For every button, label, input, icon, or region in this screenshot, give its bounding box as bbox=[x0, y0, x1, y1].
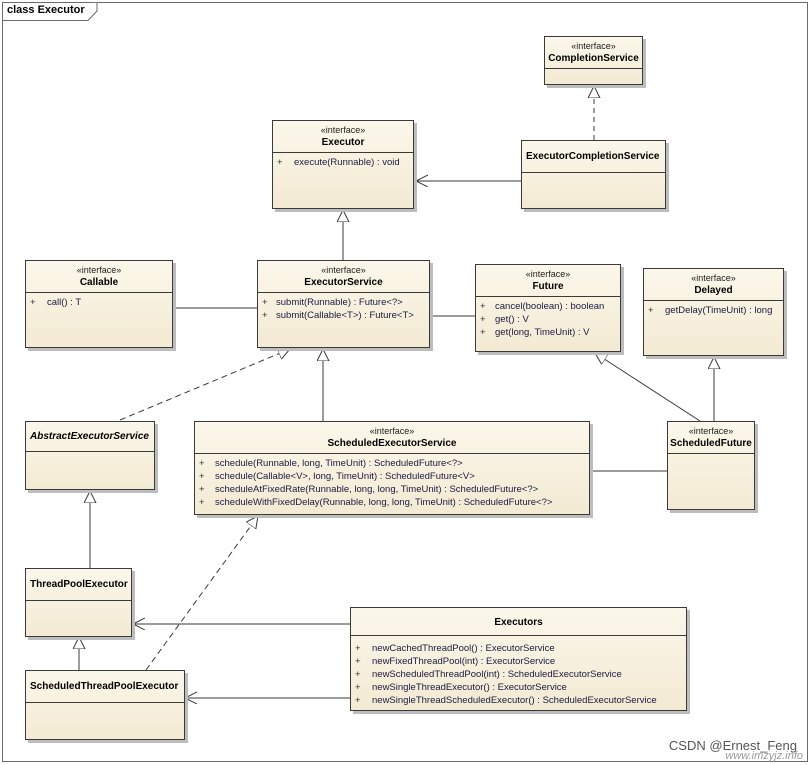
watermark-csdn: CSDN @Ernest_Feng bbox=[668, 738, 797, 753]
class-name: ScheduledExecutorService bbox=[327, 438, 457, 449]
class-name: Future bbox=[532, 281, 564, 292]
class-header: «interface» Future bbox=[476, 265, 620, 297]
class-name: Executor bbox=[321, 137, 365, 148]
class-header: ThreadPoolExecutor bbox=[26, 569, 131, 601]
frame-tab: class Executor bbox=[2, 2, 98, 21]
class-abstractexecutorservice[interactable]: AbstractExecutorService bbox=[25, 421, 155, 490]
class-name: Callable bbox=[79, 277, 119, 288]
realization-stpe-to-ses bbox=[145, 516, 258, 671]
frame-tab-shape bbox=[2, 2, 98, 21]
operations: +call() : T bbox=[26, 293, 172, 309]
class-executor[interactable]: «interface» Executor +execute(Runnable) … bbox=[272, 120, 414, 209]
stereotype-label: «interface» bbox=[525, 269, 571, 279]
operation: +get() : V bbox=[480, 314, 529, 325]
operations: +getDelay(TimeUnit) : long bbox=[644, 301, 783, 317]
class-header: Executors bbox=[351, 608, 686, 636]
class-delayed[interactable]: «interface» Delayed +getDelay(TimeUnit) … bbox=[643, 268, 784, 356]
operation: +newSingleThreadExecutor() : ExecutorSer… bbox=[355, 682, 567, 693]
class-header: «interface» Callable bbox=[26, 261, 172, 293]
class-name: Delayed bbox=[694, 285, 733, 296]
stereotype-label: «interface» bbox=[571, 41, 616, 51]
stereotype-label: «interface» bbox=[321, 265, 366, 275]
class-header: ScheduledThreadPoolExecutor bbox=[26, 671, 184, 703]
operations: +cancel(boolean) : boolean +get() : V +g… bbox=[476, 297, 620, 339]
operation: +scheduleAtFixedRate(Runnable, long, lon… bbox=[199, 484, 539, 495]
operation: +schedule(Runnable, long, TimeUnit) : Sc… bbox=[199, 458, 463, 469]
class-threadpoolexecutor[interactable]: ThreadPoolExecutor bbox=[25, 568, 132, 637]
watermark-site: www.imzyjz.info bbox=[725, 750, 803, 762]
realization-abstract-to-executorservice bbox=[119, 349, 290, 421]
class-name: AbstractExecutorService bbox=[30, 431, 149, 442]
class-callable[interactable]: «interface» Callable +call() : T bbox=[25, 260, 173, 348]
class-header: AbstractExecutorService bbox=[26, 422, 154, 452]
class-header: «interface» Executor bbox=[273, 121, 413, 153]
class-header: «interface» ScheduledExecutorService bbox=[195, 422, 589, 454]
operation: +execute(Runnable) : void bbox=[277, 157, 400, 168]
class-header: «interface» ExecutorService bbox=[258, 261, 429, 293]
operation: +cancel(boolean) : boolean bbox=[480, 301, 605, 312]
operation: +submit(Runnable) : Future<?> bbox=[262, 297, 403, 308]
operations: +schedule(Runnable, long, TimeUnit) : Sc… bbox=[195, 454, 589, 509]
operation: +newCachedThreadPool() : ExecutorService bbox=[355, 643, 555, 654]
frame-title: class Executor bbox=[7, 4, 85, 16]
stereotype-label: «interface» bbox=[691, 273, 736, 283]
class-name: ScheduledFuture bbox=[670, 438, 752, 449]
class-name: CompletionService bbox=[548, 53, 639, 64]
operation: +schedule(Callable<V>, long, TimeUnit) :… bbox=[199, 471, 475, 482]
stereotype-label: «interface» bbox=[688, 426, 734, 436]
class-executors[interactable]: Executors +newCachedThreadPool() : Execu… bbox=[350, 607, 687, 711]
class-header: «interface» Delayed bbox=[644, 269, 783, 301]
class-header: «interface» CompletionService bbox=[545, 37, 642, 69]
class-executorcompletionservice[interactable]: ExecutorCompletionService bbox=[521, 140, 666, 209]
class-name: ScheduledThreadPoolExecutor bbox=[30, 681, 179, 692]
class-header: «interface» ScheduledFuture bbox=[668, 422, 754, 454]
class-scheduledexecutorservice[interactable]: «interface» ScheduledExecutorService +sc… bbox=[194, 421, 590, 515]
class-name: ExecutorCompletionService bbox=[526, 151, 660, 162]
class-name: Executors bbox=[494, 617, 543, 628]
operation: +call() : T bbox=[30, 297, 82, 308]
operations: +execute(Runnable) : void bbox=[273, 153, 413, 169]
class-future[interactable]: «interface» Future +cancel(boolean) : bo… bbox=[475, 264, 621, 352]
stereotype-label: «interface» bbox=[76, 265, 122, 275]
class-scheduledfuture[interactable]: «interface» ScheduledFuture bbox=[667, 421, 755, 510]
operations: +newCachedThreadPool() : ExecutorService… bbox=[351, 636, 686, 707]
operation: +newSingleThreadScheduledExecutor() : Sc… bbox=[355, 695, 657, 706]
class-completionservice[interactable]: «interface» CompletionService bbox=[544, 36, 643, 85]
operation: +newFixedThreadPool(int) : ExecutorServi… bbox=[355, 656, 556, 667]
operation: +submit(Callable<T>) : Future<T> bbox=[262, 310, 414, 321]
operation: +get(long, TimeUnit) : V bbox=[480, 327, 590, 338]
class-executorservice[interactable]: «interface» ExecutorService +submit(Runn… bbox=[257, 260, 430, 348]
generalization-scheduledfuture-to-future bbox=[595, 353, 701, 422]
class-name: ThreadPoolExecutor bbox=[30, 579, 128, 590]
operations: +submit(Runnable) : Future<?> +submit(Ca… bbox=[258, 293, 429, 322]
class-scheduledthreadpoolexecutor[interactable]: ScheduledThreadPoolExecutor bbox=[25, 670, 185, 740]
operation: +newScheduledThreadPool(int) : Scheduled… bbox=[355, 669, 622, 680]
class-name: ExecutorService bbox=[304, 277, 383, 288]
stereotype-label: «interface» bbox=[369, 426, 415, 436]
operation: +scheduleWithFixedDelay(Runnable, long, … bbox=[199, 497, 553, 508]
stereotype-label: «interface» bbox=[320, 125, 366, 135]
operation: +getDelay(TimeUnit) : long bbox=[648, 305, 773, 316]
class-header: ExecutorCompletionService bbox=[522, 141, 665, 173]
